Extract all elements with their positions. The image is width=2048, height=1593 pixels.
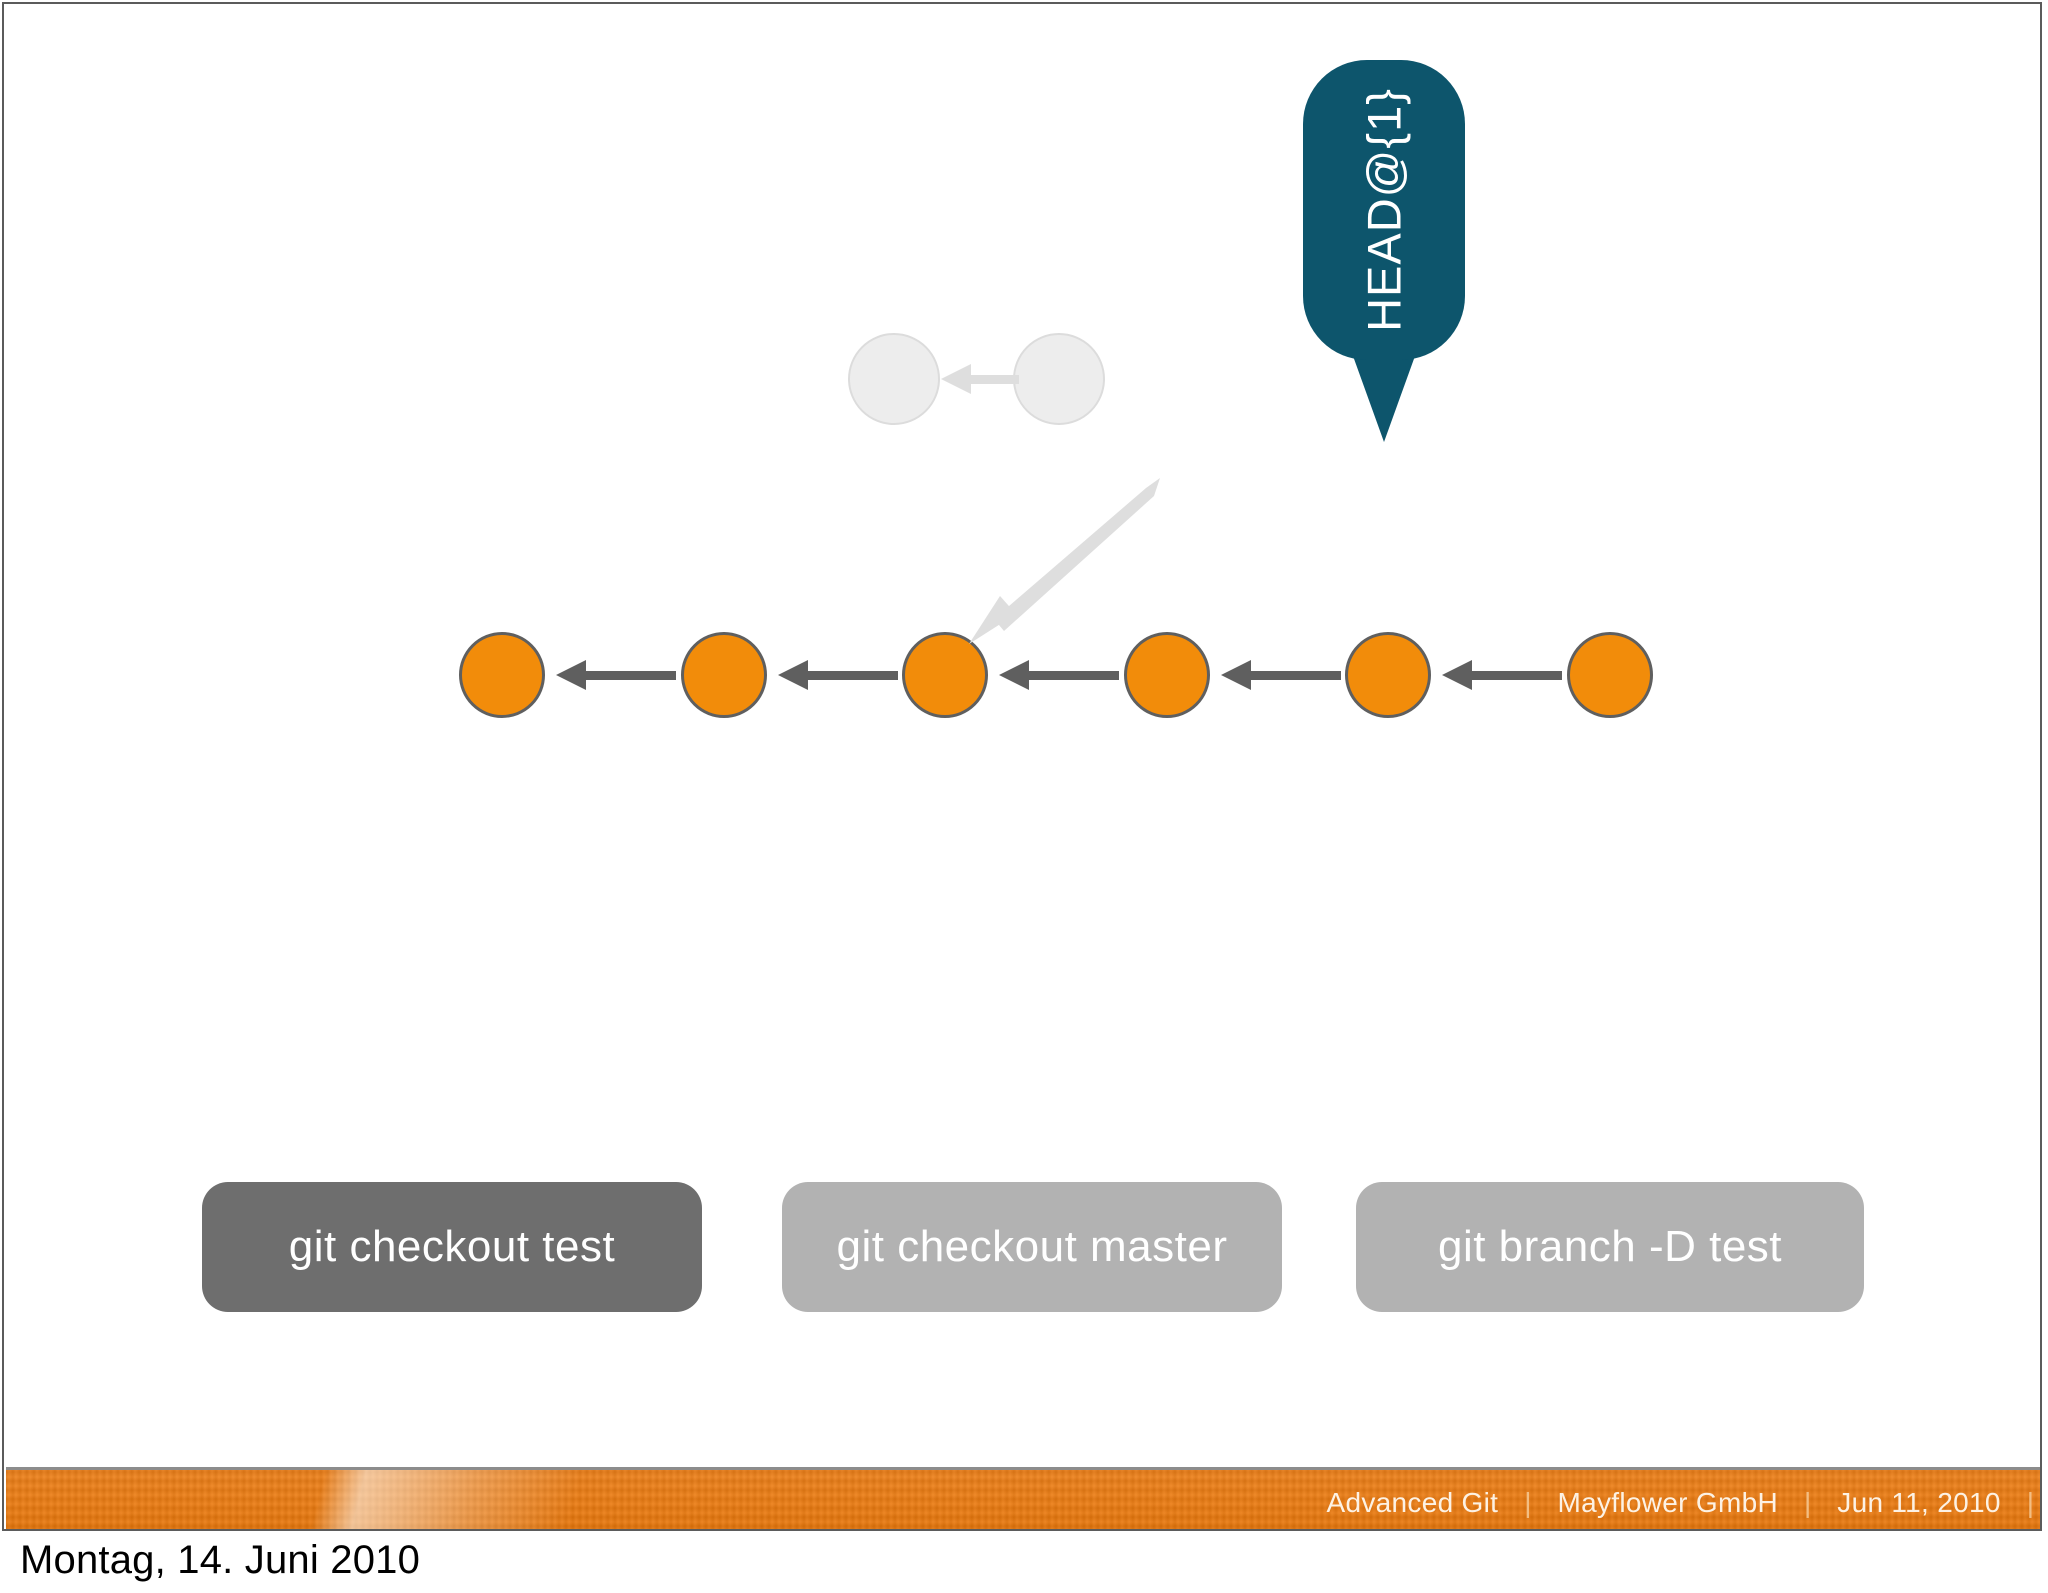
- commit-node-6[interactable]: [1567, 632, 1653, 718]
- commit-node-5[interactable]: [1345, 632, 1431, 718]
- commit-arrow-1: [556, 660, 676, 690]
- footer-metadata: Advanced Git | Mayflower GmbH | Jun 11, …: [1301, 1470, 2038, 1529]
- command-button-group: git checkout test git checkout master gi…: [4, 1182, 2040, 1332]
- head-pointer-bubble[interactable]: HEAD@{1}: [1303, 60, 1465, 360]
- commit-node-2[interactable]: [681, 632, 767, 718]
- commit-arrow-5: [1442, 660, 1562, 690]
- git-commit-graph: HEAD@{1}: [4, 4, 2040, 1429]
- slide-footer-bar: Advanced Git | Mayflower GmbH | Jun 11, …: [6, 1467, 2040, 1529]
- document-date-stamp: Montag, 14. Juni 2010: [20, 1538, 421, 1582]
- commit-node-dangling-1[interactable]: [848, 333, 940, 425]
- commit-arrow-2: [778, 660, 898, 690]
- commit-node-1[interactable]: [459, 632, 545, 718]
- footer-separator-3: |: [2026, 1486, 2034, 1518]
- commit-arrow-4: [1221, 660, 1341, 690]
- footer-date: Jun 11, 2010: [1837, 1486, 2001, 1518]
- footer-background-texture: [6, 1470, 2040, 1529]
- footer-separator-2: |: [1803, 1486, 1812, 1518]
- command-button-git-checkout-test[interactable]: git checkout test: [202, 1182, 702, 1312]
- commit-arrow-dangling: [941, 364, 1019, 394]
- commit-node-dangling-2[interactable]: [1013, 333, 1105, 425]
- command-button-git-checkout-master[interactable]: git checkout master: [782, 1182, 1282, 1312]
- commit-arrow-3: [999, 660, 1119, 690]
- footer-company: Mayflower GmbH: [1557, 1486, 1778, 1518]
- commit-arrow-diagonal: [969, 478, 1160, 644]
- presentation-slide: HEAD@{1}: [2, 2, 2042, 1531]
- head-pointer-tail: [1353, 356, 1415, 442]
- commit-node-4[interactable]: [1124, 632, 1210, 718]
- commit-node-3[interactable]: [902, 632, 988, 718]
- command-button-git-branch-d-test[interactable]: git branch -D test: [1356, 1182, 1864, 1312]
- footer-separator-1: |: [1524, 1486, 1532, 1518]
- head-pointer-label: HEAD@{1}: [1357, 88, 1411, 332]
- footer-presentation-title: Advanced Git: [1326, 1486, 1499, 1518]
